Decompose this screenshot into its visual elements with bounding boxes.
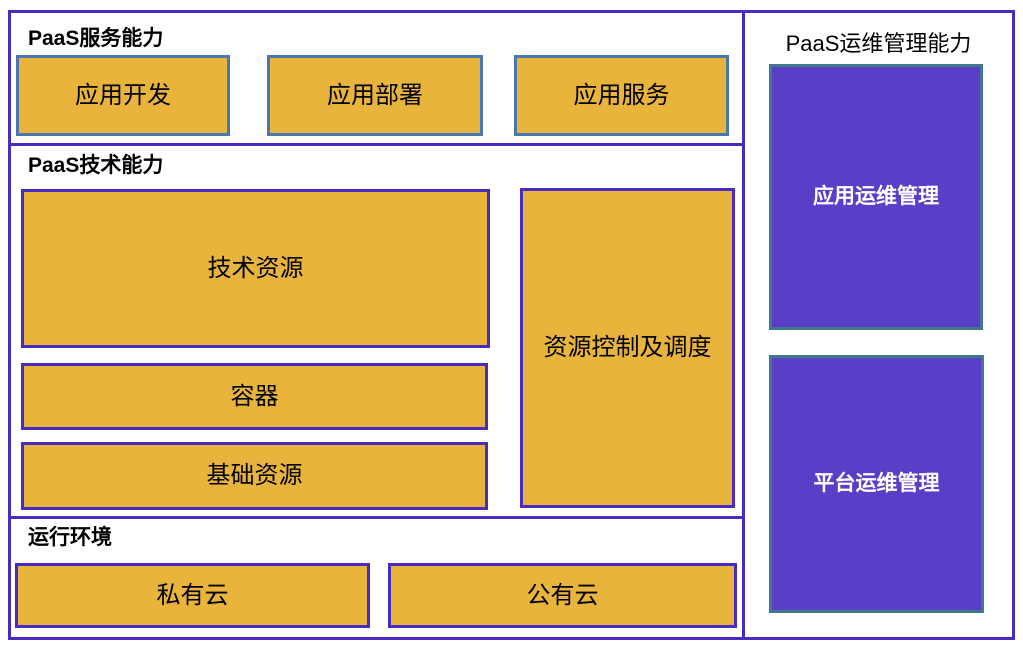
box-platform-ops-management: 平台运维管理: [769, 355, 984, 613]
section-title-runtime: 运行环境: [28, 526, 112, 549]
box-app-development: 应用开发: [16, 55, 230, 136]
box-app-ops-management: 应用运维管理: [769, 64, 983, 330]
box-container: 容器: [21, 363, 488, 430]
box-base-resources: 基础资源: [21, 442, 488, 510]
section-paas-tech-capability: PaaS技术能力 技术资源 容器 基础资源 资源控制及调度: [11, 146, 742, 519]
section-paas-ops-capability: PaaS运维管理能力 应用运维管理 平台运维管理: [745, 13, 1012, 637]
box-app-service: 应用服务: [514, 55, 729, 136]
box-public-cloud: 公有云: [388, 563, 737, 628]
section-title-paas-tech: PaaS技术能力: [28, 154, 164, 177]
section-title-paas-service: PaaS服务能力: [28, 27, 164, 50]
section-runtime-environment: 运行环境 私有云 公有云: [11, 519, 742, 637]
diagram-outer-frame: PaaS服务能力 应用开发 应用部署 应用服务 PaaS技术能力 技术资源 容器…: [8, 10, 1015, 640]
section-title-paas-ops: PaaS运维管理能力: [785, 31, 972, 56]
box-app-deployment: 应用部署: [267, 55, 483, 136]
box-private-cloud: 私有云: [15, 563, 370, 628]
box-resource-control-scheduling-label: 资源控制及调度: [543, 334, 712, 361]
section-paas-service-capability: PaaS服务能力 应用开发 应用部署 应用服务: [11, 13, 742, 146]
left-column: PaaS服务能力 应用开发 应用部署 应用服务 PaaS技术能力 技术资源 容器…: [11, 13, 745, 637]
box-resource-control-scheduling: 资源控制及调度: [520, 188, 735, 508]
box-tech-resources: 技术资源: [21, 189, 490, 348]
